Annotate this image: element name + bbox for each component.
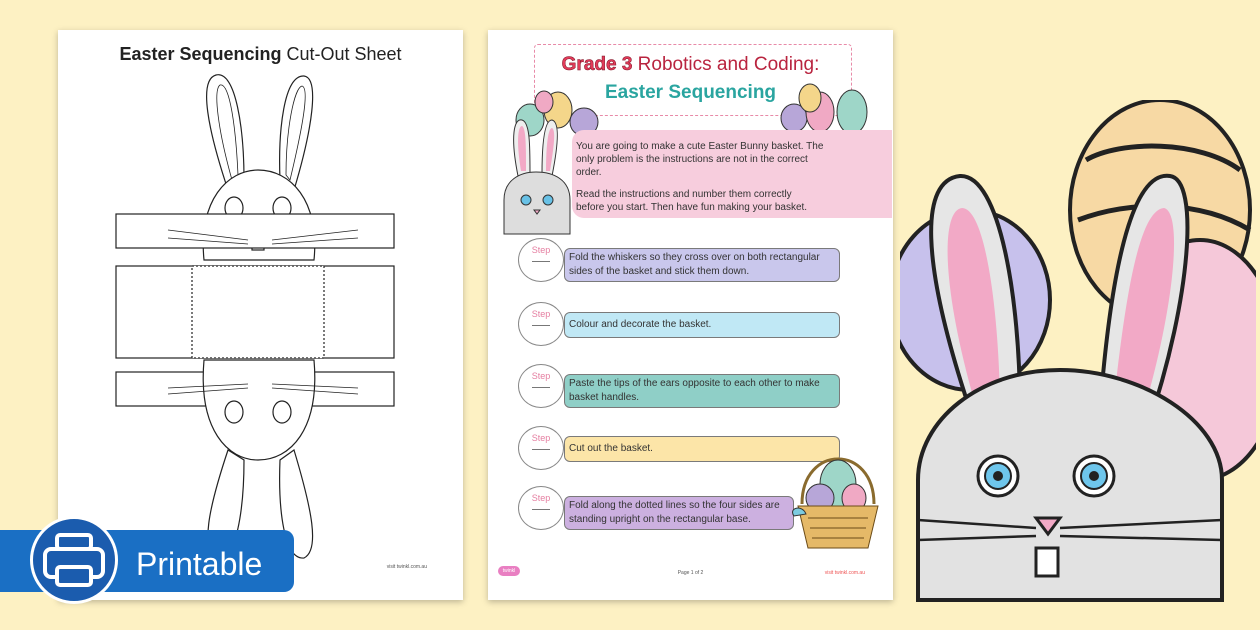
title-frame (534, 44, 852, 116)
sheet-title-bold: Easter Sequencing (119, 44, 282, 64)
step-number-blank[interactable] (532, 261, 550, 262)
cut-out-sheet: Easter Sequencing Cut-Out Sheet (58, 30, 463, 600)
sheet-footer: visit twinkl.com.au (386, 564, 427, 570)
twinkl-logo-left: twinkl (498, 566, 520, 576)
step-instruction: Cut out the basket. (564, 436, 840, 462)
intro-paragraph-2: Read the instructions and number them co… (576, 189, 808, 213)
title-grade: Grade 3 (561, 54, 633, 76)
step-number-circle[interactable]: Step (518, 238, 564, 282)
page-number: Page 1 of 2 (677, 570, 704, 576)
title-subject: Robotics and Coding: (632, 54, 820, 75)
step-number-circle[interactable]: Step (518, 364, 564, 408)
worksheet-subtitle: Easter Sequencing (604, 82, 777, 103)
printer-icon-circle[interactable] (30, 516, 118, 604)
printer-icon (43, 533, 105, 587)
step-label: Step (531, 433, 551, 443)
step-instruction: Fold the whiskers so they cross over on … (564, 248, 840, 282)
step-label: Step (531, 245, 551, 255)
step-number-blank[interactable] (532, 449, 550, 450)
worksheet-title: Grade 3 Robotics and Coding: (488, 54, 893, 76)
step-number-blank[interactable] (532, 387, 550, 388)
step-label: Step (531, 371, 551, 381)
worksheet: Grade 3 Robotics and Coding: Easter Sequ… (488, 30, 893, 600)
step-number-circle[interactable]: Step (518, 426, 564, 470)
step-instruction: Fold along the dotted lines so the four … (564, 496, 794, 530)
step-instruction: Paste the tips of the ears opposite to e… (564, 374, 840, 408)
easter-eggs-right-icon (780, 83, 868, 135)
easter-eggs-left-icon (515, 90, 599, 137)
step-number-blank[interactable] (532, 325, 550, 326)
step-number-blank[interactable] (532, 509, 550, 510)
printable-label[interactable]: Printable (136, 546, 263, 582)
intro-paragraph-1: You are going to make a cute Easter Bunn… (576, 141, 824, 178)
step-number-circle[interactable]: Step (518, 302, 564, 346)
intro-panel: You are going to make a cute Easter Bunn… (572, 130, 892, 218)
step-label: Step (531, 493, 551, 503)
bunny-basket-illustration (900, 100, 1256, 602)
step-number-circle[interactable]: Step (518, 486, 564, 530)
step-label: Step (531, 309, 551, 319)
easter-basket-icon (792, 457, 879, 549)
sheet-title: Easter Sequencing Cut-Out Sheet (58, 44, 463, 65)
bunny-basket-template (115, 74, 395, 559)
sheet-title-rest: Cut-Out Sheet (281, 44, 402, 64)
footer-url: visit twinkl.com.au (824, 570, 865, 576)
bunny-basket-icon (503, 119, 571, 235)
step-instruction: Colour and decorate the basket. (564, 312, 840, 338)
